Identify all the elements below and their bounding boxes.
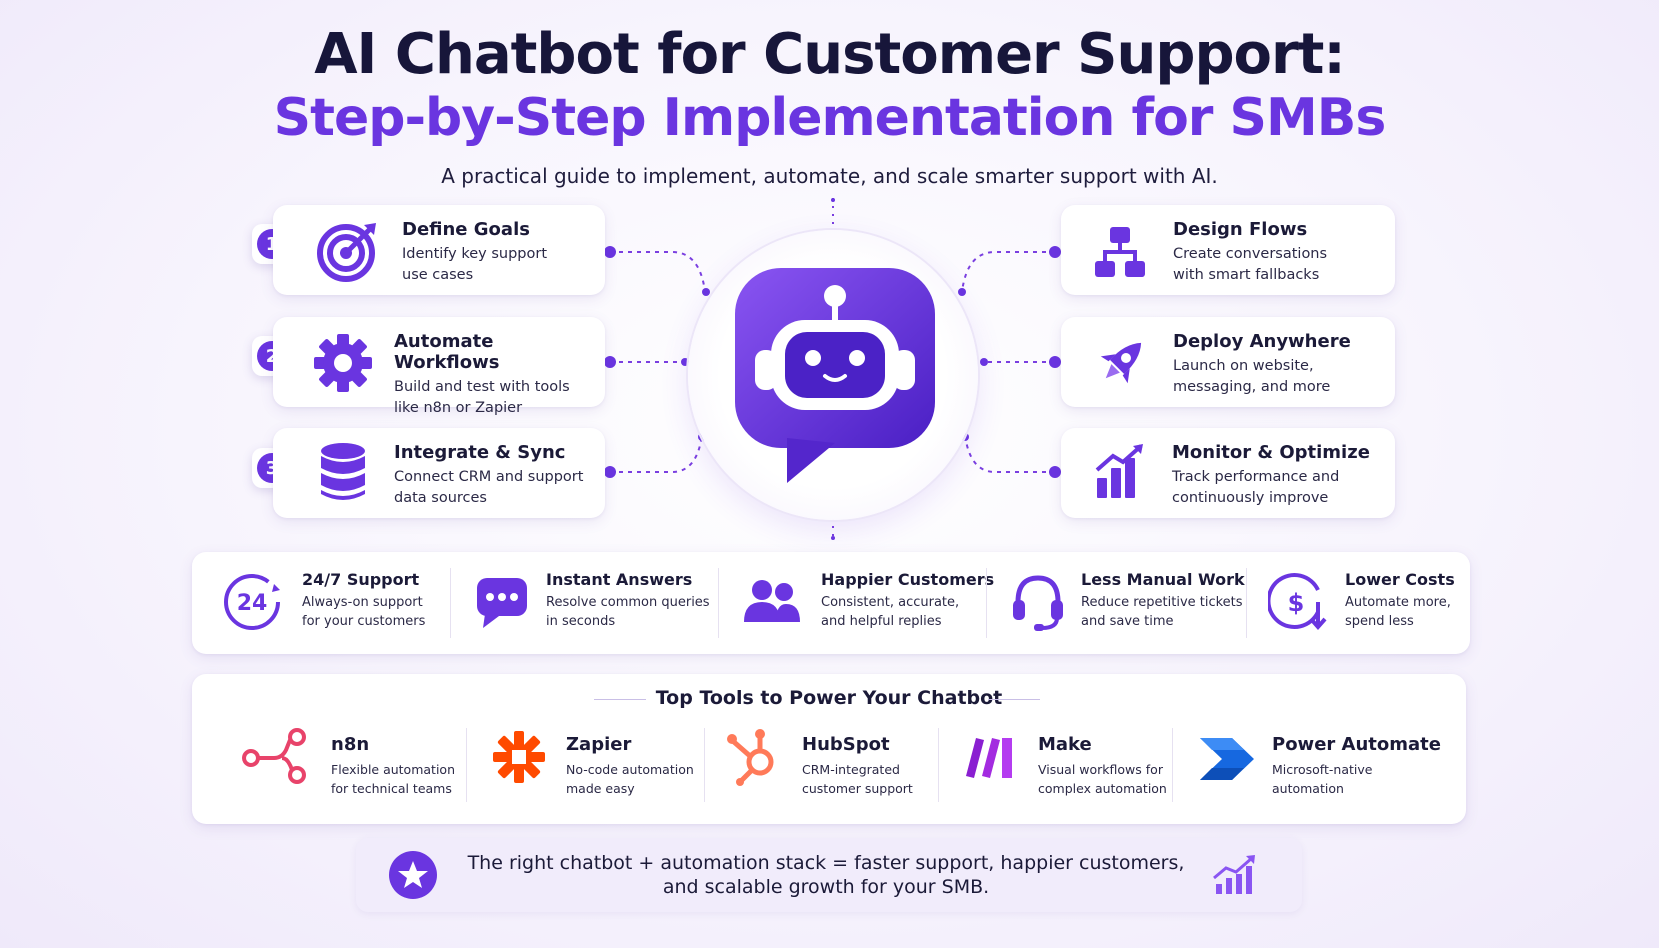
step-card-monitor-optimize: Monitor & Optimize Track performance and… — [1061, 428, 1395, 518]
rocket-icon — [1093, 333, 1151, 391]
step-title: Integrate & Sync — [394, 442, 566, 463]
heading-rule-right — [988, 699, 1040, 700]
clock-24-icon: 24 — [222, 570, 286, 638]
divider — [938, 728, 939, 802]
svg-text:$: $ — [1288, 589, 1305, 617]
step-card-deploy-anywhere: Deploy Anywhere Launch on website,messag… — [1061, 317, 1395, 407]
tools-heading: Top Tools to Power Your Chatbot — [655, 687, 1003, 709]
users-icon — [742, 578, 802, 628]
gear-icon — [313, 333, 373, 393]
bar-chart-icon — [1093, 444, 1147, 500]
divider — [1246, 568, 1247, 638]
benefit-title: Happier Customers — [821, 570, 995, 589]
divider — [450, 568, 451, 638]
headset-icon — [1010, 572, 1066, 636]
star-icon — [388, 850, 438, 904]
tool-name: Zapier — [566, 734, 632, 755]
benefit-title: Less Manual Work — [1081, 570, 1245, 589]
heading-rule-left — [594, 699, 646, 700]
tool-name: HubSpot — [802, 734, 890, 755]
footer-text: The right chatbot + automation stack = f… — [467, 852, 1185, 898]
benefit-title: 24/7 Support — [302, 570, 420, 589]
tool-name: Power Automate — [1272, 734, 1441, 755]
step-title: Automate Workflows — [394, 331, 500, 373]
dollar-down-icon: $ — [1266, 572, 1330, 638]
tools-panel: Top Tools to Power Your Chatbot n8n Flex… — [192, 674, 1466, 824]
chat-bubble-icon — [475, 576, 529, 634]
database-icon — [318, 442, 368, 504]
benefit-title: Instant Answers — [546, 570, 693, 589]
benefit-title: Lower Costs — [1345, 570, 1455, 589]
step-title: Define Goals — [402, 219, 530, 240]
step-title: Monitor & Optimize — [1172, 442, 1370, 463]
step-title: Design Flows — [1173, 219, 1308, 240]
footer-banner: The right chatbot + automation stack = f… — [356, 838, 1302, 912]
page-title: AI Chatbot for Customer Support: — [314, 22, 1346, 87]
tool-name: n8n — [331, 734, 370, 755]
step-card-automate-workflows: Automate Workflows Build and test with t… — [273, 317, 605, 416]
page-subtitle: Step-by-Step Implementation for SMBs — [273, 88, 1387, 148]
divider — [718, 568, 719, 638]
growth-chart-icon — [1212, 854, 1258, 900]
robot-chat-icon — [725, 268, 945, 492]
target-icon — [316, 219, 380, 283]
svg-text:24: 24 — [237, 591, 268, 616]
zapier-logo-icon — [492, 730, 546, 788]
divider — [1172, 728, 1173, 802]
step-card-integrate-sync: Integrate & Sync Connect CRM and support… — [273, 428, 605, 518]
flowchart-icon — [1093, 225, 1147, 279]
tool-name: Make — [1038, 734, 1092, 755]
page-tagline: A practical guide to implement, automate… — [441, 164, 1218, 188]
make-logo-icon — [962, 734, 1020, 782]
benefit-desc: Consistent, accurate,and helpful replies — [821, 595, 960, 629]
hubspot-logo-icon — [726, 726, 782, 790]
power-automate-logo-icon — [1198, 736, 1256, 786]
n8n-logo-icon — [242, 728, 312, 788]
divider — [466, 728, 467, 802]
benefit-desc: Automate more,spend less — [1345, 595, 1451, 629]
step-desc: Launch on website,messaging, and more — [1173, 358, 1331, 395]
divider — [986, 568, 987, 638]
step-title: Deploy Anywhere — [1173, 331, 1351, 352]
divider — [704, 728, 705, 802]
